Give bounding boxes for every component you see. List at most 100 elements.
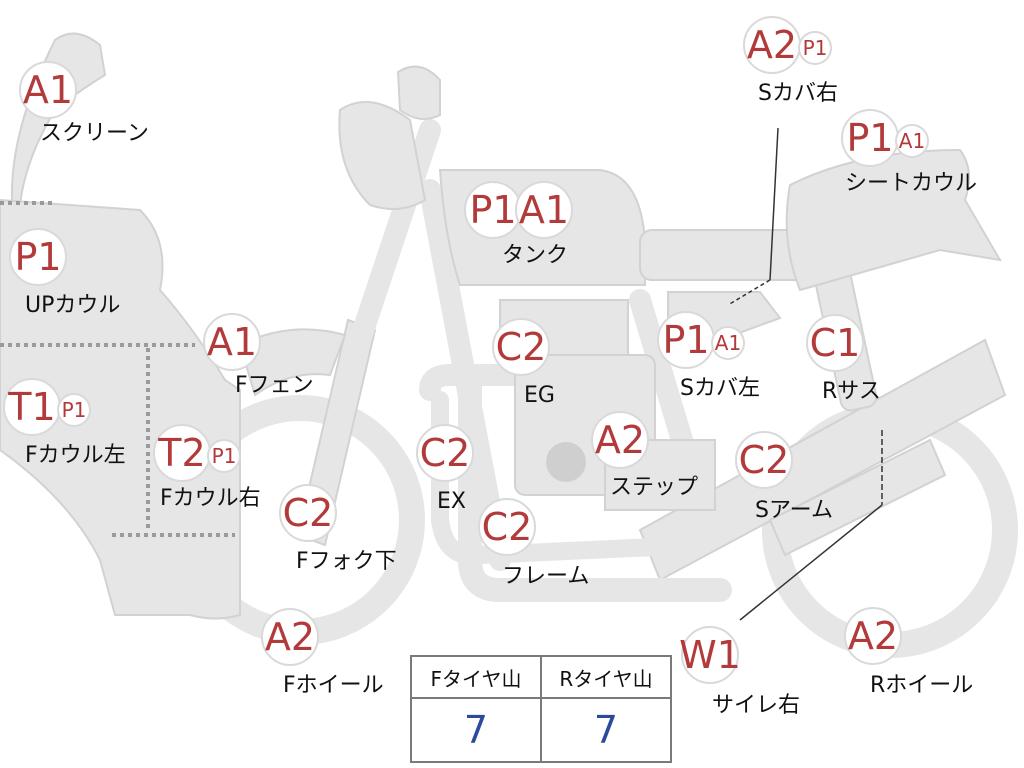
code-badge [515, 181, 573, 239]
part-label: ステップ [610, 475, 698, 500]
code-badge-text: T1 [7, 385, 55, 429]
code-badge [279, 484, 337, 542]
part-label: Sアーム [755, 498, 833, 523]
code-badge-text: A1 [207, 320, 257, 364]
code-badge-text: C2 [283, 491, 334, 535]
part-label: EG [524, 383, 555, 408]
part-label: Rサス [822, 379, 881, 404]
part-label: Fカウル右 [160, 486, 261, 511]
part-label: Fカウル左 [25, 443, 126, 468]
part-label: シートカウル [845, 171, 977, 196]
code-badge [711, 326, 745, 360]
code-badge-text: C2 [496, 325, 547, 369]
code-badge [19, 61, 77, 119]
code-badge-text: T2 [157, 431, 205, 475]
tire-table-header-row: Fタイヤ山 Rタイヤ山 [410, 655, 672, 699]
code-badge-text: W1 [679, 633, 741, 677]
code-badge-text: C2 [739, 438, 790, 482]
code-badge-text: P1 [662, 318, 709, 362]
rear-tire-header: Rタイヤ山 [540, 655, 672, 699]
part-label: Fフォク下 [296, 549, 397, 574]
tire-tread-table: Fタイヤ山 Rタイヤ山 7 7 [410, 655, 672, 763]
rear-tire-value: 7 [540, 697, 672, 763]
part-screen: A1 スクリーン [19, 61, 149, 146]
part-label: スクリーン [40, 121, 149, 146]
code-badge-text: P1 [14, 235, 61, 279]
part-step: A2 ステップ [591, 411, 698, 500]
handlebar-shape [338, 101, 427, 210]
code-badge-text: C2 [482, 505, 533, 549]
code-badge-text: A1 [23, 68, 73, 112]
s-cover-right-leader [769, 127, 779, 281]
seat-shape [639, 229, 811, 281]
code-badge [806, 314, 864, 372]
part-label: タンク [502, 243, 568, 268]
engine-cover-shape [546, 442, 586, 482]
code-badge-text: A2 [595, 418, 645, 462]
code-badge [681, 626, 739, 684]
guide-lines [727, 127, 883, 621]
code-badge-text: A2 [265, 615, 315, 659]
part-frame: C2 フレーム [478, 498, 589, 589]
silencer-shape [768, 438, 947, 557]
part-label: EX [437, 489, 466, 514]
code-badge [9, 228, 67, 286]
code-badge [478, 498, 536, 556]
code-badge-text: P1 [212, 444, 237, 468]
code-badge [416, 424, 474, 482]
code-badge [798, 31, 832, 65]
frame-downtube-shape [419, 179, 511, 571]
code-badge [492, 318, 550, 376]
code-badge [203, 313, 261, 371]
code-badge-text: A2 [747, 23, 797, 67]
code-badge [57, 393, 91, 427]
code-badge [735, 431, 793, 489]
tire-table-value-row: 7 7 [410, 697, 672, 763]
screen-shape [10, 32, 107, 207]
part-label: UPカウル [25, 293, 120, 318]
motorcycle-silhouette [0, 32, 1018, 658]
part-label: Sカバ左 [680, 376, 760, 401]
code-badge-text: P1 [846, 116, 893, 160]
code-badge-text: A2 [848, 614, 898, 658]
exhaust-pipe-shape [431, 391, 709, 565]
cowl-shape [0, 198, 241, 620]
code-badge-text: C2 [420, 431, 471, 475]
part-label: サイレ右 [712, 693, 800, 718]
part-label: Rホイール [870, 673, 973, 698]
mirror-shape [396, 65, 441, 120]
s-cover-right-leader-dashed [727, 279, 771, 306]
code-badge [895, 124, 929, 158]
code-badge-text: A1 [519, 188, 569, 232]
part-silencer-right: W1 サイレ右 [679, 626, 800, 718]
part-label: フレーム [502, 564, 589, 589]
part-label: Fフェン [235, 373, 314, 398]
front-fender-shape [238, 328, 347, 397]
front-tire-header: Fタイヤ山 [410, 655, 542, 699]
code-badge-text: P1 [62, 398, 87, 422]
code-badge [591, 411, 649, 469]
part-label: Sカバ右 [758, 81, 838, 106]
code-badge-text: P1 [469, 188, 516, 232]
code-badge-text: A1 [899, 129, 925, 153]
exhaust-shape [419, 364, 531, 401]
front-tire-value: 7 [410, 697, 542, 763]
code-badge-text: P1 [803, 36, 828, 60]
part-label: Fホイール [283, 673, 384, 698]
